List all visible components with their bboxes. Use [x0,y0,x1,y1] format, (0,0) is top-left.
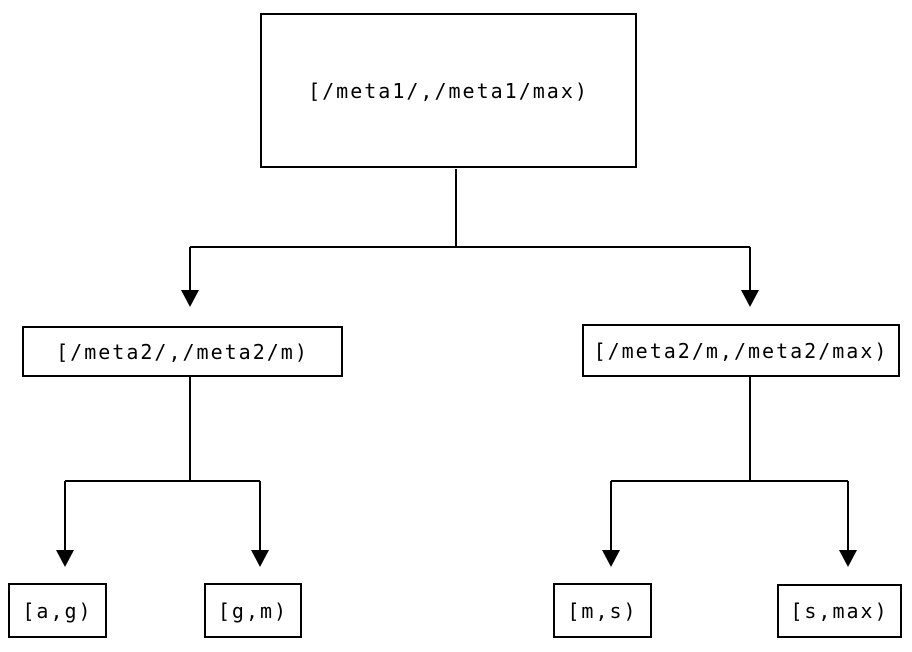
node-meta1-range: [/meta1/,/meta1/max) [260,13,637,168]
arrowhead-icon [251,550,269,567]
node-meta2-left-range: [/meta2/,/meta2/m) [22,326,343,377]
node-leaf-range-gm: [g,m) [204,583,302,638]
arrowhead-icon [839,550,857,567]
edge-meta2-right-to-leaves [602,377,857,567]
node-meta2-right-range-label: [/meta2/m,/meta2/max) [593,338,889,363]
node-meta1-range-label: [/meta1/,/meta1/max) [308,78,589,103]
arrowhead-icon [602,550,620,567]
arrowhead-icon [741,290,759,307]
node-leaf-range-ag: [a,g) [8,583,107,638]
connector-line [189,169,751,291]
node-meta2-right-range: [/meta2/m,/meta2/max) [582,324,900,377]
arrowhead-icon [56,550,74,567]
node-leaf-range-gm-label: [g,m) [217,598,289,623]
connector-line [64,377,261,551]
node-leaf-range-smax-label: [s,max) [790,599,889,623]
connector-line [610,377,849,551]
arrowhead-icon [181,290,199,307]
edge-meta2-left-to-leaves [56,377,269,567]
node-leaf-range-smax: [s,max) [777,584,902,638]
node-leaf-range-ag-label: [a,g) [22,598,93,623]
edge-root-to-meta2 [181,169,759,307]
node-leaf-range-ms: [m,s) [553,583,652,638]
node-leaf-range-ms-label: [m,s) [567,598,638,623]
node-meta2-left-range-label: [/meta2/,/meta2/m) [56,339,309,364]
